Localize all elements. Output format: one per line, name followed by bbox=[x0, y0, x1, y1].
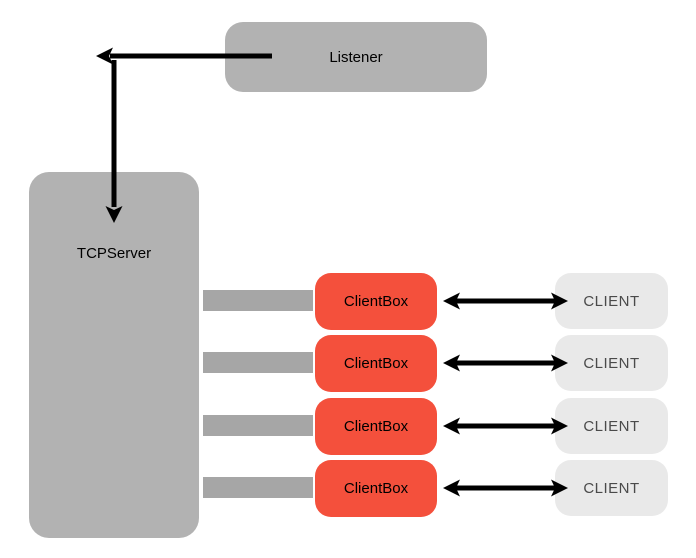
clientbox-node: ClientBox bbox=[315, 460, 437, 517]
server-clientbox-connector bbox=[203, 415, 313, 436]
client-node: CLIENT bbox=[555, 335, 668, 391]
client-label: CLIENT bbox=[583, 417, 640, 435]
clientbox-label: ClientBox bbox=[343, 293, 409, 310]
tcpserver-label: TCPServer bbox=[76, 245, 152, 262]
client-node: CLIENT bbox=[555, 460, 668, 516]
client-row: ClientBox CLIENT bbox=[0, 333, 696, 393]
clientbox-node: ClientBox bbox=[315, 335, 437, 392]
server-clientbox-connector bbox=[203, 352, 313, 373]
clientbox-label: ClientBox bbox=[343, 480, 409, 497]
clientbox-label: ClientBox bbox=[343, 355, 409, 372]
tcpserver-node: TCPServer bbox=[29, 172, 199, 538]
clientbox-node: ClientBox bbox=[315, 398, 437, 455]
client-node: CLIENT bbox=[555, 273, 668, 329]
listener-label: Listener bbox=[329, 48, 383, 66]
double-headed-arrow-icon bbox=[443, 354, 568, 372]
client-label: CLIENT bbox=[583, 292, 640, 310]
listener-node: Listener bbox=[225, 22, 487, 92]
client-row: ClientBox CLIENT bbox=[0, 458, 696, 518]
client-row: ClientBox CLIENT bbox=[0, 271, 696, 331]
server-clientbox-connector bbox=[203, 477, 313, 498]
client-node: CLIENT bbox=[555, 398, 668, 454]
client-label: CLIENT bbox=[583, 479, 640, 497]
client-label: CLIENT bbox=[583, 354, 640, 372]
clientbox-node: ClientBox bbox=[315, 273, 437, 330]
clientbox-label: ClientBox bbox=[343, 418, 409, 435]
double-headed-arrow-icon bbox=[443, 417, 568, 435]
double-headed-arrow-icon bbox=[443, 292, 568, 310]
server-clientbox-connector bbox=[203, 290, 313, 311]
client-row: ClientBox CLIENT bbox=[0, 396, 696, 456]
double-headed-arrow-icon bbox=[443, 479, 568, 497]
